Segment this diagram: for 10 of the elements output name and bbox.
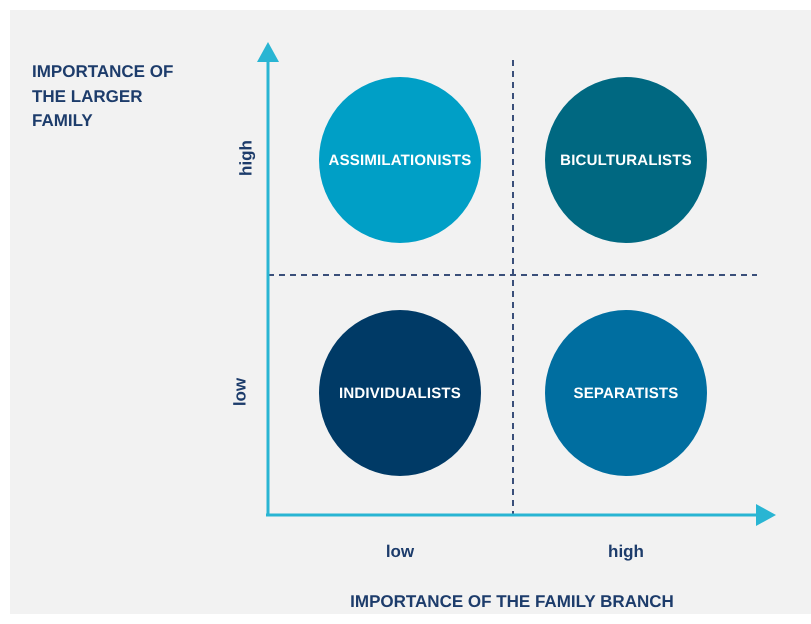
tick-label: low — [230, 378, 251, 406]
category-label: INDIVIDUALISTS — [339, 384, 461, 402]
axis-title: IMPORTANCE OF THE FAMILY BRANCH — [350, 591, 674, 613]
tick-label: high — [608, 541, 644, 563]
axis-title: IMPORTANCE OF THE LARGER FAMILY — [32, 61, 174, 132]
category-label: SEPARATISTS — [574, 384, 678, 402]
tick-label: high — [236, 140, 257, 176]
category-label: BICULTURALISTS — [560, 152, 692, 168]
tick-label: low — [386, 541, 414, 563]
category-label: ASSIMILATIONISTS — [328, 152, 472, 168]
